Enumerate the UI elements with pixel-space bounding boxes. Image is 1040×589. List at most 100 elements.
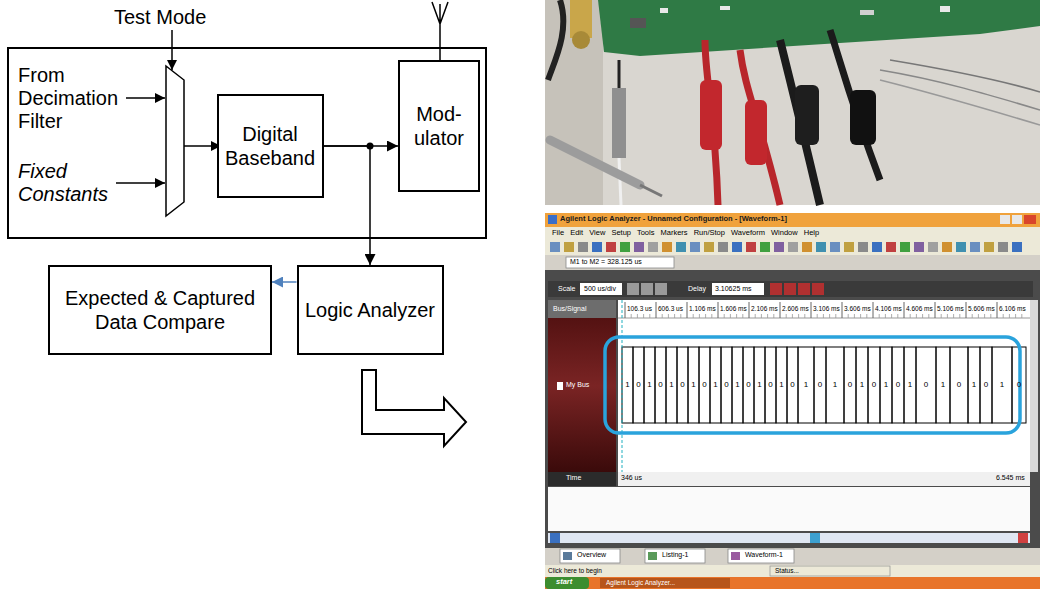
time-ticks [997, 302, 998, 318]
bit-value: 1 [972, 380, 976, 389]
screen-text: Waveform-1 [745, 551, 783, 559]
time-ticks [990, 314, 991, 318]
toolbar-icons [900, 242, 910, 252]
time-ticks [643, 314, 644, 318]
analyzer-window [563, 552, 572, 560]
analyzer-window [545, 227, 1040, 239]
time-tick-label: 4.106 ms [875, 305, 902, 312]
bus-waveform [732, 347, 743, 423]
time-tick-label: 3.106 ms [813, 305, 840, 312]
toolbar-icons [662, 242, 672, 252]
probe-photo [830, 30, 880, 180]
time-ticks [910, 314, 911, 318]
time-ticks [742, 314, 743, 318]
signal-connector [324, 146, 371, 265]
time-ticks [711, 314, 712, 318]
analyzer-window [1018, 533, 1028, 543]
probe-photo [940, 6, 950, 12]
time-ticks [941, 314, 942, 318]
time-ticks [966, 302, 967, 318]
analyzer-window [618, 472, 1030, 486]
time-ticks [631, 314, 632, 318]
time-ticks [693, 314, 694, 318]
analyzer-window [605, 337, 1020, 433]
analyzer-window [548, 533, 1030, 543]
time-ticks [835, 314, 836, 318]
bit-value: 0 [702, 380, 706, 389]
toolbar-icons [564, 242, 574, 252]
antenna-symbol [432, 2, 448, 60]
toolbar-icons [844, 242, 854, 252]
screen-text: Click here to begin [548, 567, 602, 574]
analyzer-window [728, 549, 794, 563]
analyzer-window [545, 270, 1040, 548]
probe-photo [545, 0, 1040, 205]
bus-waveform [950, 347, 968, 423]
time-ticks [736, 314, 737, 318]
time-ticks [637, 314, 638, 318]
toolbar-icons [578, 242, 588, 252]
time-ticks [904, 302, 905, 318]
toolbar-icons [970, 242, 980, 252]
toolbar-icons [956, 242, 966, 252]
time-tick-label: 2.106 ms [751, 305, 778, 312]
bus-waveform [892, 347, 904, 423]
toolbar-icons [704, 242, 714, 252]
time-ticks [842, 302, 843, 318]
time-ticks [811, 302, 812, 318]
time-ticks [972, 314, 973, 318]
time-ticks [1021, 314, 1022, 318]
bus-waveform [666, 347, 677, 423]
bus-waveform [868, 347, 880, 423]
signal-arrow [126, 97, 165, 99]
probe-photo [612, 88, 626, 158]
bit-value: 0 [896, 380, 900, 389]
bus-waveform [776, 347, 787, 423]
time-ticks [1009, 314, 1010, 318]
analyzer-window [712, 283, 764, 295]
signal-name: Test Mode [114, 6, 206, 29]
time-ticks [860, 314, 861, 318]
time-tick-label: 6.106 ms [999, 305, 1026, 312]
bit-value: 0 [658, 380, 662, 389]
time-ticks [1015, 314, 1016, 318]
time-ticks [773, 314, 774, 318]
toolbar-icons [760, 242, 770, 252]
hollow-output-arrow [362, 370, 466, 446]
bus-waveform [980, 347, 992, 423]
bus-waveform [622, 347, 1026, 423]
analyzer-window [545, 255, 1040, 270]
bit-value: 1 [833, 380, 837, 389]
time-ticks [848, 314, 849, 318]
bit-value: 0 [724, 380, 728, 389]
bit-value: 1 [908, 380, 912, 389]
screen-text: Listing-1 [662, 551, 688, 559]
analyzer-window [798, 283, 810, 295]
time-ticks [916, 314, 917, 318]
time-ticks [928, 314, 929, 318]
toolbar-icons [774, 242, 784, 252]
time-tick-label: 4.606 ms [906, 305, 933, 312]
bus-waveform [655, 347, 666, 423]
toolbar-icons [928, 242, 938, 252]
bit-value: 1 [735, 380, 739, 389]
analyzer-window [566, 257, 674, 268]
probe-photo [660, 8, 668, 13]
toolbar-icons [872, 242, 882, 252]
multiplexer-symbol [166, 66, 184, 216]
analyzer-window [545, 565, 1040, 577]
hollow-output-arrow [362, 370, 466, 446]
analyzer-window [545, 577, 589, 589]
toolbar-icons [788, 242, 798, 252]
toolbar-icons [592, 242, 602, 252]
time-ticks [978, 314, 979, 318]
time-ticks [730, 314, 731, 318]
toolbar-icons [690, 242, 700, 252]
time-tick-label: 3.606 ms [844, 305, 871, 312]
analyzer-window [557, 382, 563, 390]
bit-value: 0 [984, 380, 988, 389]
toolbar-icons [606, 242, 616, 252]
screen-text: 346 us [621, 474, 642, 482]
bit-value: 0 [872, 380, 876, 389]
analyzer-window [784, 283, 796, 295]
